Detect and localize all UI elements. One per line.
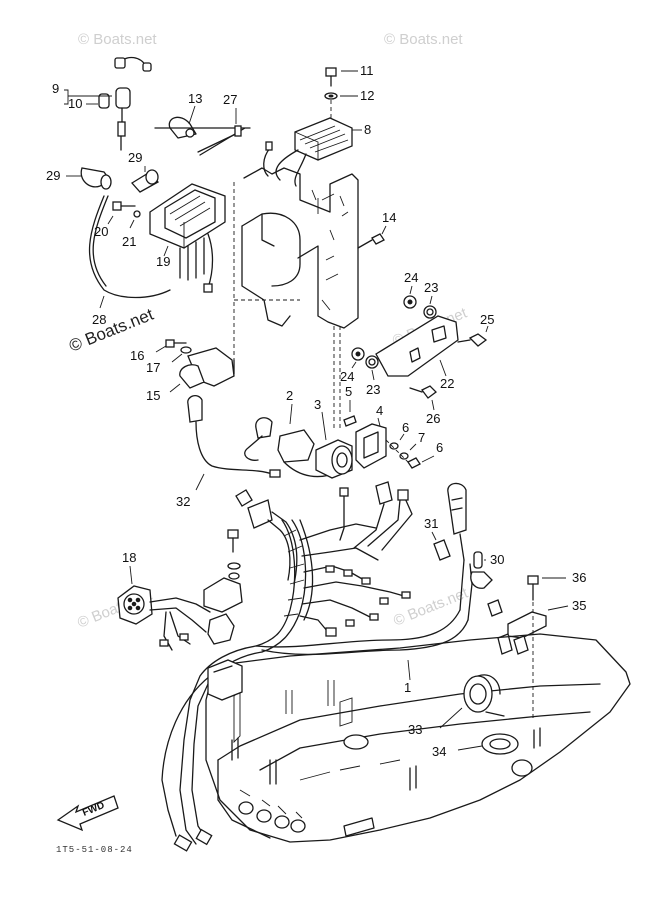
callout-30: 30 [490,552,504,567]
callout-17: 17 [146,360,160,375]
bolt-part [409,385,437,399]
callout-29-left: 29 [46,168,60,183]
bracket-part [355,423,387,469]
callout-24-upper: 24 [404,270,418,285]
callout-34: 34 [432,744,446,759]
main-connector-part [117,577,243,651]
plug-cap-part [447,482,503,617]
callout-29-right: 29 [128,150,142,165]
watermark: © Boats.net [384,31,463,48]
callout-9: 9 [52,81,59,96]
callout-23-upper: 23 [424,280,438,295]
callout-6-lower: 6 [436,440,443,455]
boot-cap-part [80,167,112,190]
callout-15: 15 [146,388,160,403]
callout-12: 12 [360,88,374,103]
lead-wire-part [187,394,281,478]
coil-part [315,439,353,479]
watermark: © Boats.net [391,584,471,630]
callout-16: 16 [130,348,144,363]
callout-6-upper: 6 [402,420,409,435]
callout-14: 14 [382,210,396,225]
callout-24-lower: 24 [340,369,354,384]
forward-arrow: FWD [56,795,119,832]
wire-clamp-part [168,116,197,139]
callout-25: 25 [480,312,494,327]
callout-7: 7 [418,430,425,445]
bracket-mount-part [241,167,359,329]
bolt-part [527,575,539,601]
callout-31: 31 [424,516,438,531]
callout-36: 36 [572,570,586,585]
collar-part [365,355,379,369]
diagram-code: 1T5-51-08-24 [56,845,133,855]
screw-part [357,233,385,249]
callout-10: 10 [68,96,82,111]
bolt-part [325,67,337,87]
screw-part [165,339,187,348]
grommet-part [351,347,365,361]
callout-3: 3 [314,397,321,412]
callout-23-lower: 23 [366,382,380,397]
clamp-bracket-part [179,347,235,389]
callout-19: 19 [156,254,170,269]
callout-35: 35 [572,598,586,613]
callout-11: 11 [360,63,374,78]
cable-grommet-part [463,674,505,717]
callout-32: 32 [176,494,190,509]
callout-26: 26 [426,411,440,426]
callout-21: 21 [122,234,136,249]
callout-28: 28 [92,312,106,327]
washer-part [324,92,338,100]
clip-part [433,539,451,561]
bolt-part [457,333,488,347]
callout-5: 5 [345,384,352,399]
callout-1: 1 [404,680,411,695]
watermark: © Boats.net [78,31,157,48]
screw-part [227,529,239,553]
callout-22: 22 [440,376,454,391]
callout-8: 8 [364,122,371,137]
sleeve-part [473,551,483,569]
callout-33: 33 [408,722,422,737]
connector-box-part [207,659,243,701]
grommet-part [403,295,417,309]
callout-20: 20 [94,224,108,239]
harness-holder-part [497,611,547,655]
screw-part [112,201,136,211]
fuse-holder-part [98,56,152,151]
rubber-seal-part [481,733,519,755]
rectifier-part [294,117,353,161]
wire-harness-part [161,481,473,852]
callout-4: 4 [376,403,383,418]
cdi-unit-part [149,183,226,249]
callout-18: 18 [122,550,136,565]
bottom-cowling-part [205,633,631,843]
callout-27: 27 [223,92,237,107]
cap-part [130,169,159,193]
bracket-plate-part [375,315,459,377]
callout-2: 2 [286,388,293,403]
collar-part [423,305,437,319]
callout-13: 13 [188,91,202,106]
